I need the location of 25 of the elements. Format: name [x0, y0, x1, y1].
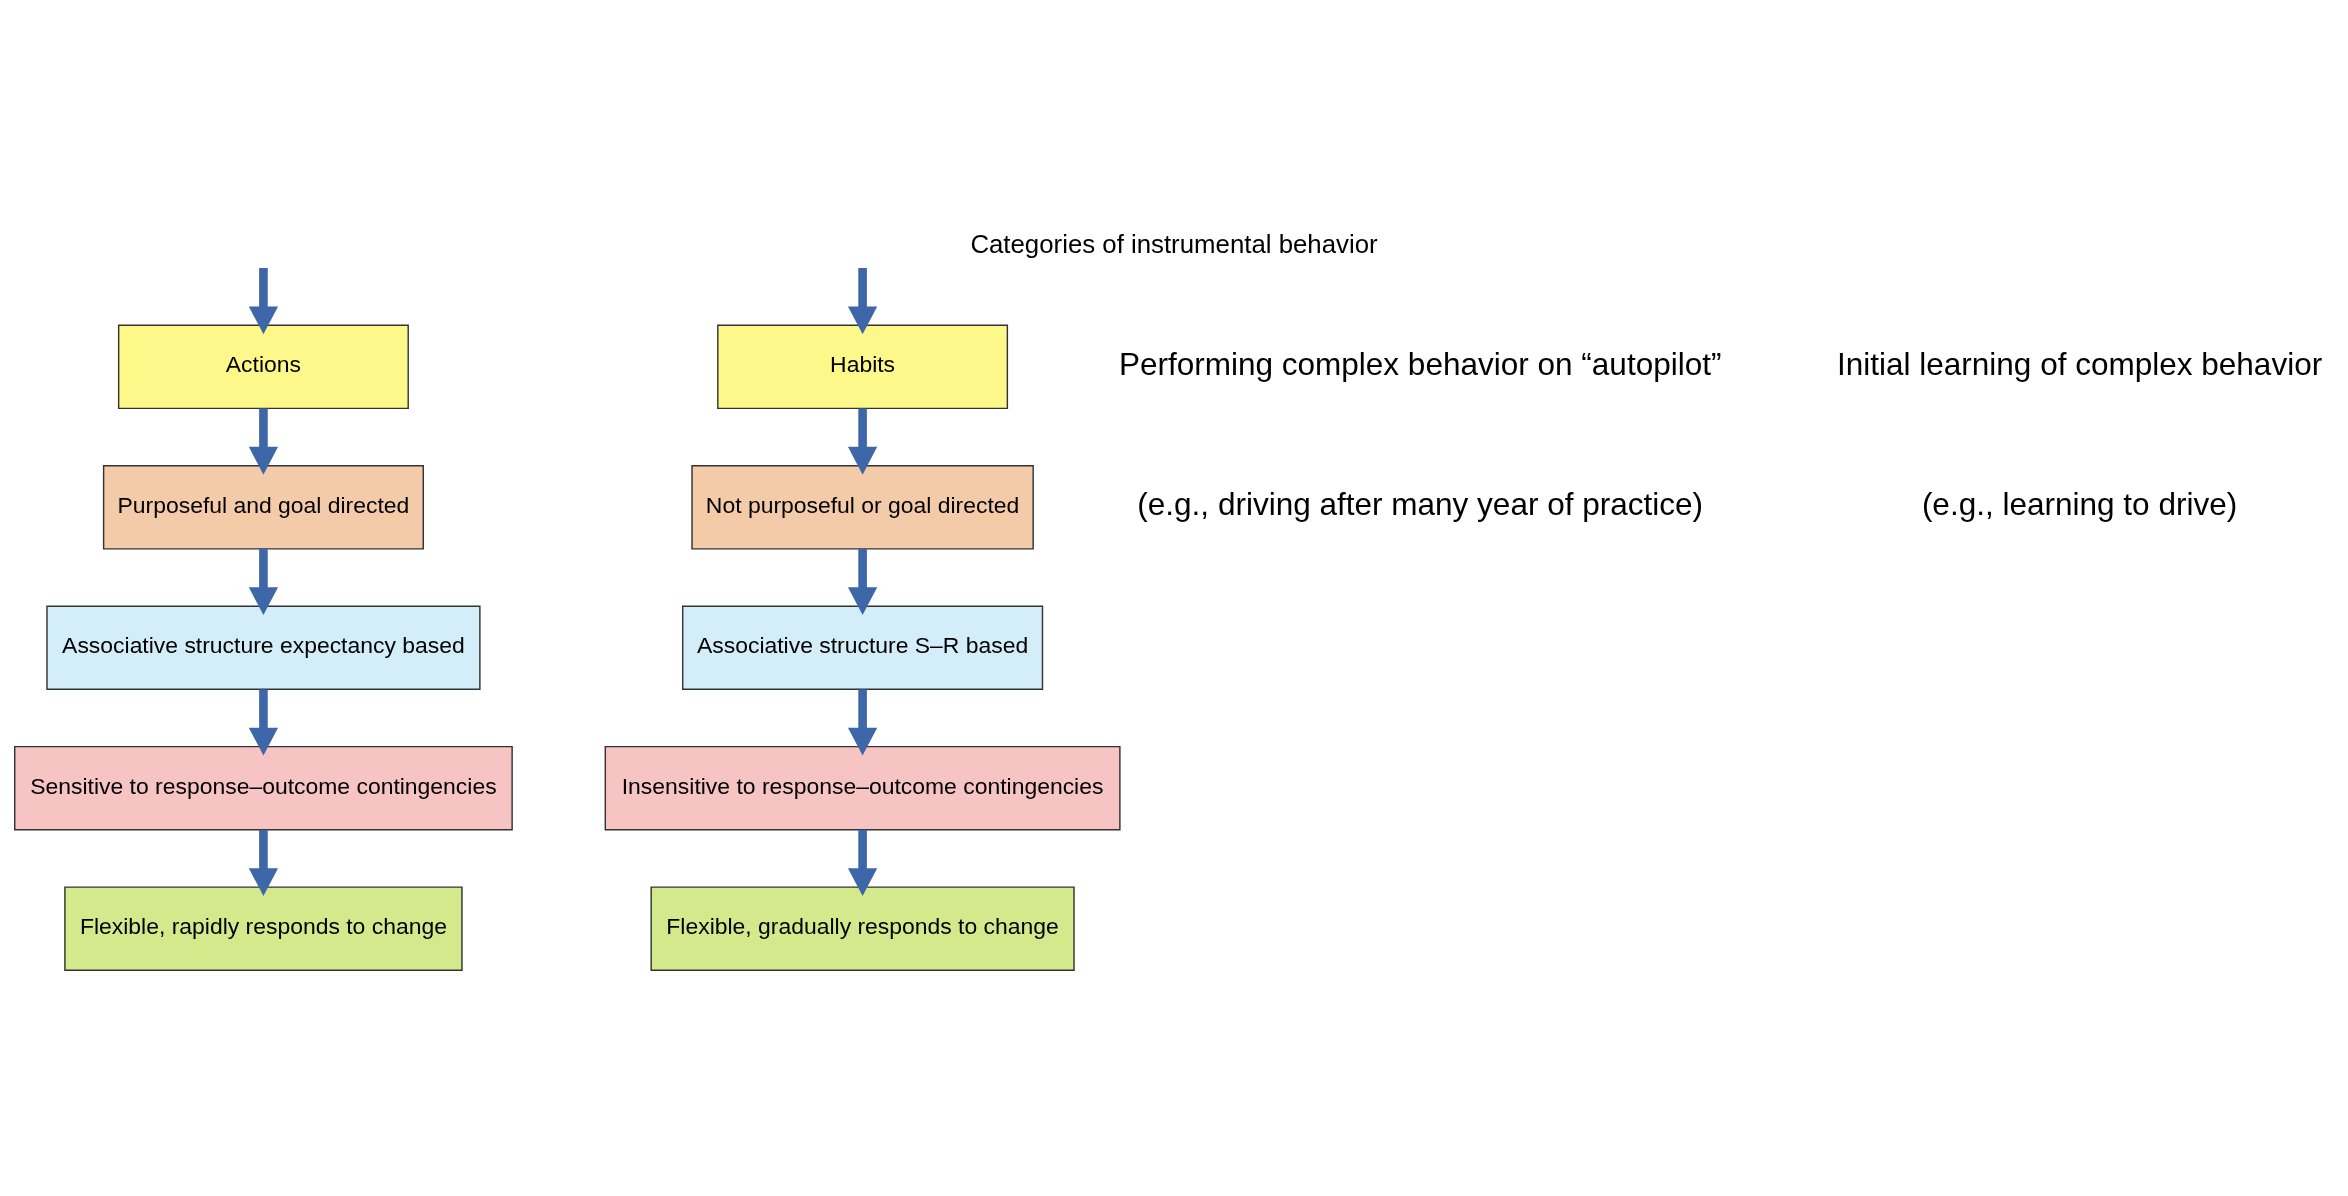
arrow	[847, 829, 878, 896]
label: Initial learning of complex behavior	[1836, 345, 2323, 382]
arrow	[248, 688, 279, 756]
node-box: Actions	[117, 324, 409, 409]
arrow	[847, 688, 878, 756]
node-box: Not purposeful or goal directed	[691, 464, 1034, 550]
label: Performing complex behavior on “autopilot”	[1118, 345, 1722, 382]
label: (e.g., driving after many year of practice)	[1137, 485, 1704, 522]
arrow	[847, 548, 878, 615]
label: (e.g., learning to drive)	[1921, 485, 2238, 522]
node-box: Sensitive to response–outcome contingencies	[14, 745, 513, 830]
arrow	[248, 829, 279, 896]
node-box: Habits	[717, 324, 1009, 409]
node-box: Associative structure S–R based	[682, 604, 1044, 690]
arrow	[847, 267, 878, 334]
node-box: Purposeful and goal directed	[102, 464, 424, 550]
arrow	[248, 407, 279, 475]
arrow	[248, 267, 279, 334]
node-box: Flexible, rapidly responds to change	[64, 885, 463, 971]
diagram-title: Categories of instrumental behavior	[970, 229, 1378, 258]
node-box: Insensitive to response–outcome contingencies	[604, 745, 1121, 830]
arrow	[847, 407, 878, 475]
arrow	[248, 548, 279, 615]
node-box: Associative structure expectancy based	[46, 604, 481, 690]
node-box: Flexible, gradually responds to change	[650, 885, 1075, 971]
